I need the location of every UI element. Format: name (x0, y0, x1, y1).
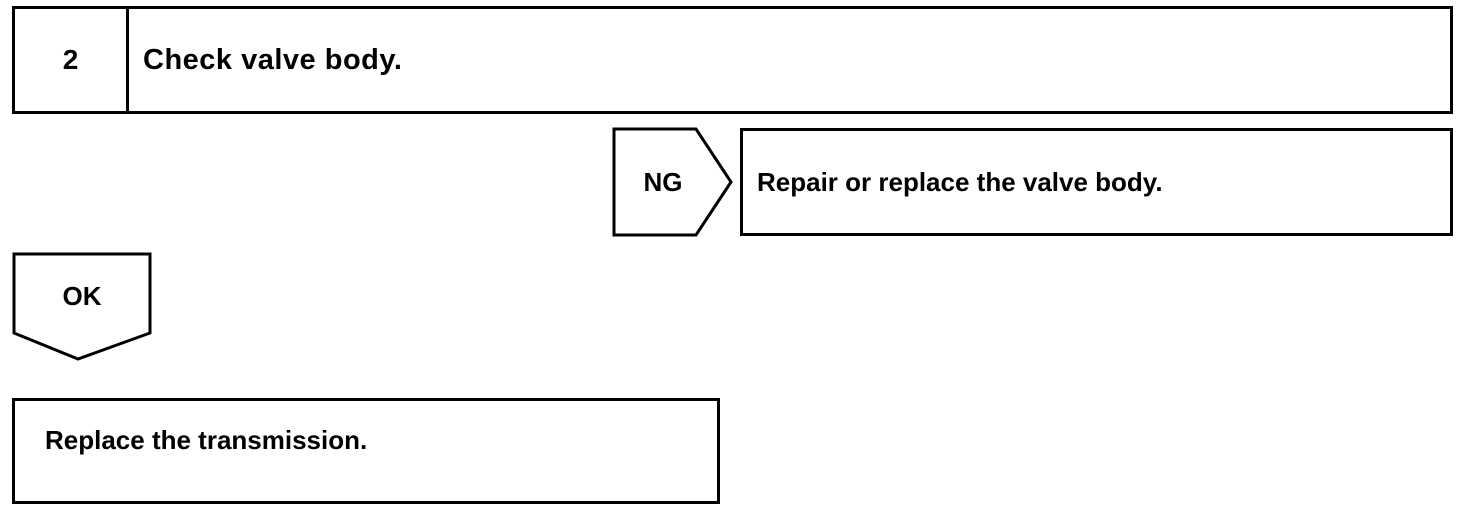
ok-arrow-shape (12, 252, 152, 361)
ng-result-box: Repair or replace the valve body. (740, 128, 1453, 236)
ng-arrow-shape (612, 127, 733, 237)
ng-result-text: Repair or replace the valve body. (757, 166, 1163, 197)
step-title: Check valve body. (143, 43, 403, 76)
ok-label: OK (62, 280, 102, 311)
ng-label: NG (643, 166, 683, 197)
step-box: 2 Check valve body. (12, 6, 1453, 114)
final-step-box: Replace the transmission. (12, 398, 720, 504)
final-step-text: Replace the transmission. (45, 425, 368, 455)
step-number: 2 (15, 9, 129, 111)
